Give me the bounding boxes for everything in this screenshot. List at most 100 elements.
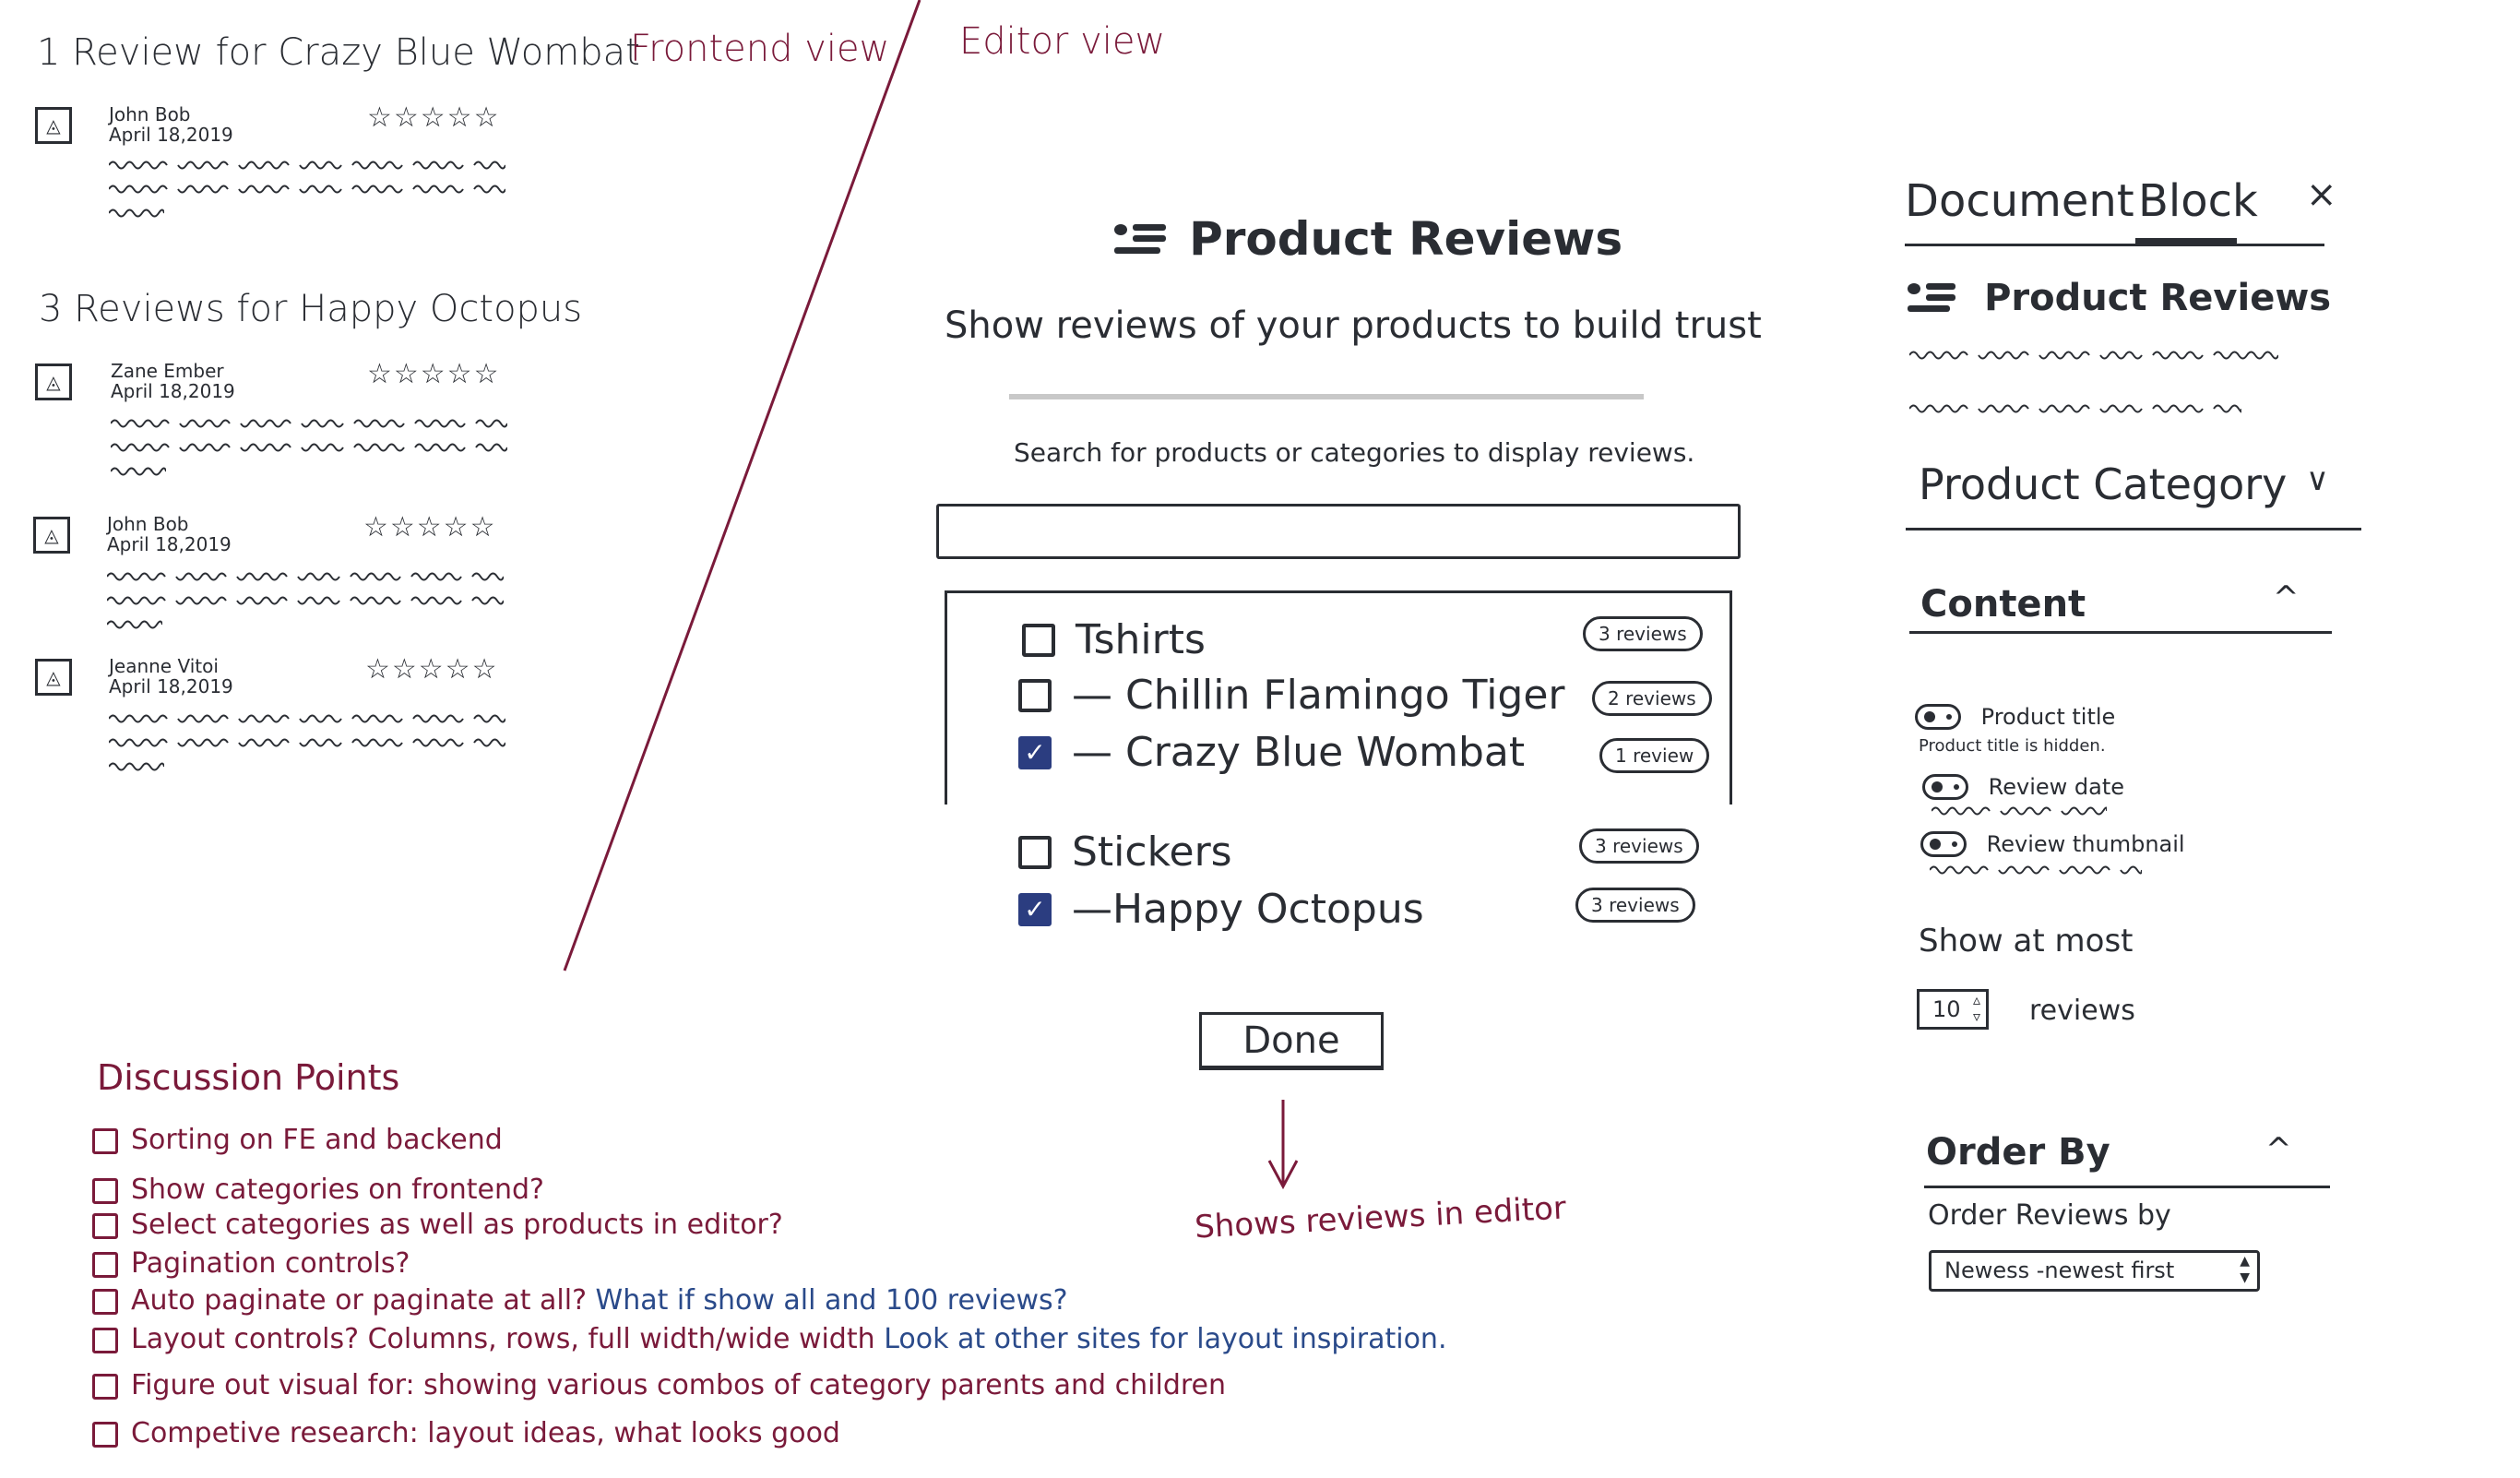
discussion-point: Pagination controls? xyxy=(92,1247,410,1280)
discussion-point: Select categories as well as products in… xyxy=(92,1209,783,1241)
order-label: Order Reviews by xyxy=(1928,1199,2171,1232)
panel-product-category[interactable]: Product Category xyxy=(1919,459,2288,509)
discussion-point: Layout controls? Columns, rows, full wid… xyxy=(92,1323,1447,1355)
toggle-help-placeholder xyxy=(1930,865,2142,875)
chevron-up-icon[interactable]: ^ xyxy=(2273,579,2300,616)
toggle-label: Review thumbnail xyxy=(1986,831,2185,857)
checkbox[interactable] xyxy=(92,1212,118,1239)
item-label: Stickers xyxy=(1072,828,1232,876)
item-label: Tshirts xyxy=(1076,616,1206,663)
toggle-switch[interactable] xyxy=(1920,831,1967,857)
count-stepper[interactable]: 10▵▿ xyxy=(1917,989,1989,1030)
toggle-help-placeholder xyxy=(1932,806,2107,816)
chevron-down-icon[interactable]: ∨ xyxy=(2306,461,2329,498)
checkbox[interactable] xyxy=(92,1177,118,1204)
order-select[interactable]: Newess -newest first▲▼ xyxy=(1929,1250,2260,1292)
arrow-down-icon xyxy=(1267,1160,1299,1190)
panel-divider xyxy=(1924,1186,2330,1188)
product-list-box[interactable] xyxy=(945,590,1732,805)
search-input[interactable] xyxy=(936,504,1741,559)
discussion-point: Auto paginate or paginate at all? What i… xyxy=(92,1284,1068,1317)
item-label: — Chillin Flamingo Tiger xyxy=(1072,672,1565,719)
list-item[interactable]: ✓— Crazy Blue Wombat xyxy=(1018,729,1525,776)
toggle-row[interactable]: Review date xyxy=(1922,773,2124,800)
checkbox[interactable] xyxy=(92,1421,118,1448)
block-subtitle: Show reviews of your products to build t… xyxy=(945,304,1762,347)
frontend-section-title-2: 3 Reviews for Happy Octopus xyxy=(39,288,583,330)
tab-document[interactable]: Document xyxy=(1905,175,2134,227)
sidebar-block-title: Product Reviews xyxy=(1984,277,2332,319)
review-text-placeholder xyxy=(107,596,504,605)
review-count-badge: 1 review xyxy=(1599,738,1710,773)
discussion-point: Sorting on FE and backend xyxy=(92,1124,503,1156)
review-count-badge: 2 reviews xyxy=(1592,681,1712,716)
review-date: April 18,2019 xyxy=(107,533,232,555)
reviewer-name: John Bob xyxy=(107,513,189,535)
block-description-placeholder xyxy=(1909,351,2278,360)
review-text-placeholder xyxy=(111,419,507,428)
toggle-row[interactable]: Review thumbnail xyxy=(1920,830,2185,857)
star-rating: ☆☆☆☆☆ xyxy=(365,653,499,685)
search-hint: Search for products or categories to dis… xyxy=(1014,437,1695,468)
list-item[interactable]: Tshirts xyxy=(1022,616,1206,663)
list-item[interactable]: — Chillin Flamingo Tiger xyxy=(1018,672,1565,719)
checkbox[interactable] xyxy=(92,1327,118,1353)
checkbox-checked[interactable]: ✓ xyxy=(1018,892,1052,926)
checkbox-checked[interactable]: ✓ xyxy=(1018,735,1052,769)
panel-divider xyxy=(1906,528,2361,530)
checkbox[interactable] xyxy=(92,1288,118,1315)
review-date: April 18,2019 xyxy=(109,124,233,146)
close-icon[interactable]: × xyxy=(2306,173,2337,216)
checkbox[interactable] xyxy=(92,1251,118,1278)
toggle-switch[interactable] xyxy=(1922,774,1968,800)
tab-block[interactable]: Block xyxy=(2138,175,2258,227)
review-text-placeholder xyxy=(109,714,505,723)
checkbox[interactable] xyxy=(92,1127,118,1154)
review-text-placeholder xyxy=(109,762,164,771)
image-icon: ◬ xyxy=(35,659,72,696)
review-text-placeholder xyxy=(111,467,166,476)
block-header: Product Reviews xyxy=(1114,212,1623,266)
image-icon: ◬ xyxy=(35,107,72,144)
order-select-value: Newess -newest first xyxy=(1944,1257,2175,1283)
toggle-row[interactable]: Product title xyxy=(1915,703,2115,730)
tabs-divider xyxy=(1905,244,2324,246)
toggle-switch[interactable] xyxy=(1915,704,1961,730)
discussion-point: Competive research: layout ideas, what l… xyxy=(92,1417,840,1449)
reviews-block-icon xyxy=(1114,222,1166,256)
review-text-placeholder xyxy=(107,572,504,581)
review-count-badge: 3 reviews xyxy=(1583,616,1703,651)
review-count-badge: 3 reviews xyxy=(1575,888,1695,923)
checkbox[interactable] xyxy=(1018,835,1052,869)
active-tab-indicator xyxy=(2135,238,2237,244)
checkbox[interactable] xyxy=(92,1373,118,1400)
star-rating: ☆☆☆☆☆ xyxy=(367,101,501,134)
panel-content-title[interactable]: Content xyxy=(1920,583,2086,626)
list-item[interactable]: ✓—Happy Octopus xyxy=(1018,886,1424,933)
stepper-arrows-icon[interactable]: ▵▿ xyxy=(1972,991,1980,1025)
list-item[interactable]: Stickers xyxy=(1018,828,1232,876)
reviewer-name: Jeanne Vitoi xyxy=(109,655,219,677)
count-suffix: reviews xyxy=(2029,995,2135,1027)
checkbox[interactable] xyxy=(1022,623,1055,657)
panel-order-title[interactable]: Order By xyxy=(1926,1131,2110,1174)
checkbox[interactable] xyxy=(1018,678,1052,712)
frontend-view-label: Frontend view xyxy=(630,28,890,70)
chevron-up-icon[interactable]: ^ xyxy=(2265,1131,2292,1168)
review-date: April 18,2019 xyxy=(109,675,233,697)
review-text-placeholder xyxy=(109,185,505,194)
toggle-label: Product title xyxy=(1980,704,2116,730)
done-button[interactable]: Done xyxy=(1199,1012,1384,1070)
star-rating: ☆☆☆☆☆ xyxy=(367,358,501,390)
toggle-help: Product title is hidden. xyxy=(1919,736,2106,756)
review-count-badge: 3 reviews xyxy=(1579,828,1699,864)
star-rating: ☆☆☆☆☆ xyxy=(363,511,497,543)
review-text-placeholder xyxy=(109,738,505,747)
discussion-note: What if show all and 100 reviews? xyxy=(595,1284,1068,1317)
reviewer-name: John Bob xyxy=(109,103,191,125)
show-at-most-label: Show at most xyxy=(1919,923,2134,960)
review-text-placeholder xyxy=(109,209,164,218)
block-description-placeholder xyxy=(1909,404,2241,413)
discussion-note: Look at other sites for layout inspirati… xyxy=(884,1323,1447,1355)
